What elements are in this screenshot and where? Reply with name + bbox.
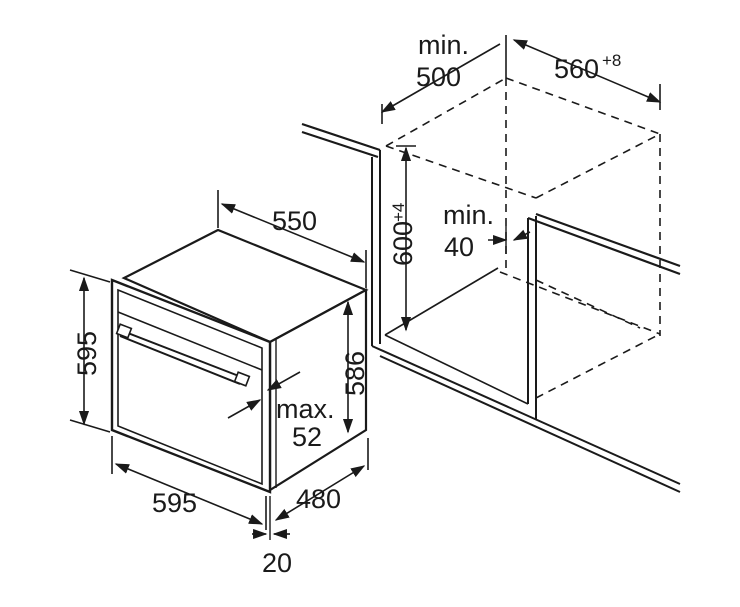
label-height-586: 586: [340, 351, 370, 396]
door-handle: [119, 329, 245, 379]
dimension-lines: [69, 35, 662, 540]
control-strip: [117, 311, 263, 371]
dim-width-560: [512, 39, 662, 103]
label-height-595: 595: [72, 331, 102, 376]
label-width-tolerance: +8: [602, 51, 621, 70]
label-depth-550: 550: [272, 206, 317, 236]
dimension-labels: min. 500 560 +8 600 +4 min. 40 550 595 5…: [72, 30, 621, 578]
dim-depth-480: [274, 465, 366, 521]
dim-door-52: [266, 371, 301, 391]
label-depth-500: 500: [416, 62, 461, 92]
label-door-max: max.: [276, 394, 335, 424]
countertop-edge: [301, 122, 381, 152]
cabinet-outline: [385, 77, 507, 147]
label-height-tolerance: +4: [389, 203, 408, 222]
label-height-600: 600: [388, 221, 418, 266]
label-width-595: 595: [152, 488, 197, 518]
label-depth-min: min.: [418, 30, 469, 60]
label-width-560: 560: [554, 54, 599, 84]
label-depth-480: 480: [296, 484, 341, 514]
dim-depth-550: [220, 203, 366, 263]
floor-edge: [371, 345, 681, 485]
label-door-52: 52: [292, 422, 322, 452]
label-gap-min: min.: [443, 200, 494, 230]
oven-appliance: [110, 228, 369, 494]
dim-width-595: [114, 463, 264, 525]
label-front-20: 20: [262, 548, 292, 578]
label-gap-40: 40: [444, 232, 474, 262]
dim-depth-500: [380, 43, 501, 113]
